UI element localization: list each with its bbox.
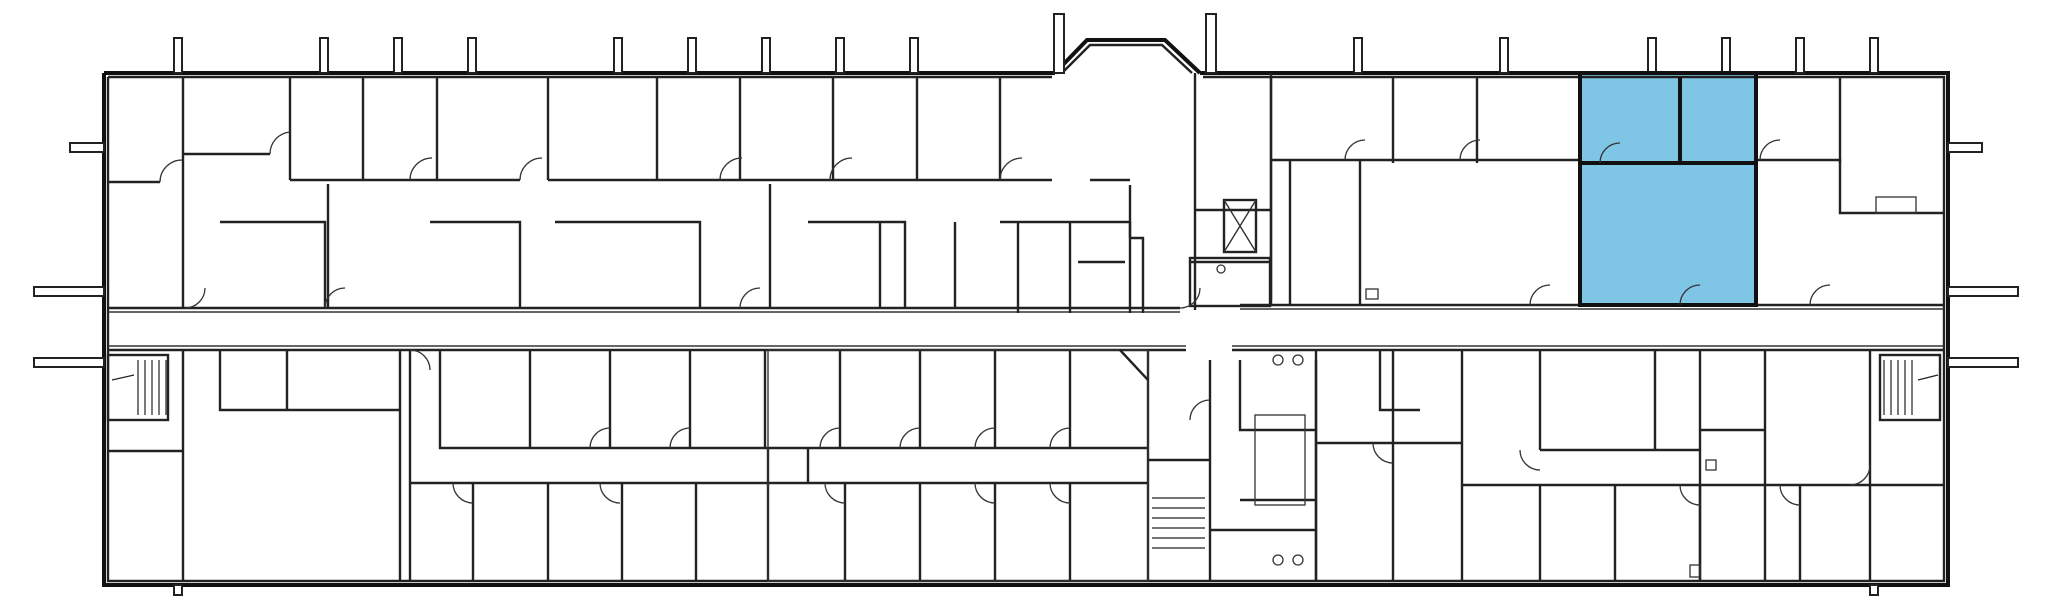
door-swings [159,131,1871,506]
south-core [1148,354,1318,581]
side-stubs [33,142,2019,596]
highlighted-suite[interactable] [1580,73,1756,305]
south-west-rooms [108,349,1150,582]
main-corridor [108,303,1944,352]
roof-stubs-top [173,13,1879,74]
core-area [1188,73,1273,310]
north-west-rooms [108,77,1145,313]
east-stair [1878,353,1942,422]
south-east-rooms [1314,350,1944,581]
west-stair [106,353,170,422]
highlighted-suite-outline [1578,71,1758,307]
